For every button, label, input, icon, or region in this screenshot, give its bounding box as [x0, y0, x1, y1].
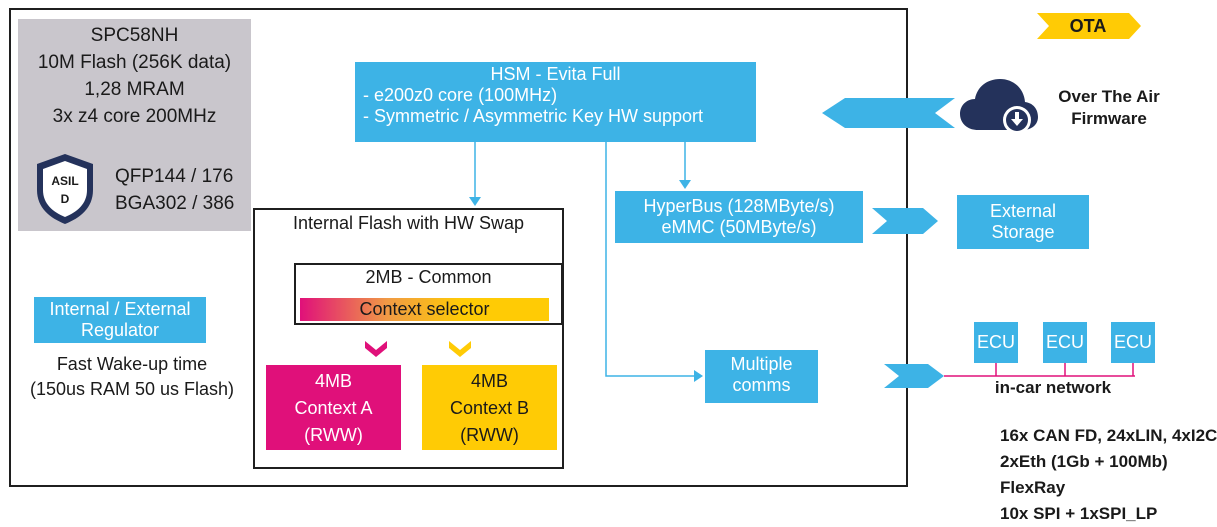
common-flash-frame: [294, 263, 563, 325]
bus-spi: 10x SPI + 1xSPI_LP: [1000, 504, 1158, 523]
ecu-box: ECU: [1111, 322, 1155, 363]
hyperbus-line: HyperBus (128MByte/s): [643, 196, 835, 216]
ota-text: Over The Air Firmware: [1048, 86, 1170, 130]
external-storage-block: External Storage: [957, 195, 1089, 249]
wake-up-text: Fast Wake-up time (150us RAM 50 us Flash…: [14, 352, 250, 402]
chevron-down-icon: [449, 341, 471, 357]
wake-up-line-2: (150us RAM 50 us Flash): [29, 379, 235, 399]
context-a-mode: (RWW): [304, 425, 363, 445]
connector-overlay: [469, 98, 1135, 388]
ecu-box: ECU: [974, 322, 1018, 363]
bus-flexray: FlexRay: [1000, 478, 1066, 497]
internal-flash-title: Internal Flash with HW Swap: [292, 213, 525, 233]
bus-ethernet: 2xEth (1Gb + 100Mb): [1000, 452, 1168, 471]
context-selector-bar: Context selector: [300, 298, 549, 321]
external-storage-line-1: External: [989, 201, 1057, 221]
mcu-cores: 3x z4 core 200MHz: [52, 106, 217, 127]
hsm-to-comms-connector: [605, 142, 697, 377]
external-storage-line-2: Storage: [991, 222, 1055, 242]
mcu-name: SPC58NH: [90, 25, 179, 46]
ota-badge: [1037, 13, 1141, 39]
common-flash-title: 2MB - Common: [365, 267, 492, 287]
package-list: QFP144 / 176 BGA302 / 386: [115, 163, 234, 217]
storage-output-chevron-icon: [872, 208, 938, 234]
context-b-name: Context B: [449, 398, 530, 418]
context-a-size: 4MB: [314, 371, 352, 391]
arrow-head-icon: [469, 197, 481, 206]
arrow-head-icon: [694, 370, 703, 382]
cloud-download-icon: [960, 79, 1038, 134]
multiple-comms-block: Multiple comms: [705, 350, 818, 403]
context-a-block: 4MB Context A (RWW): [266, 365, 401, 450]
asil-level: D: [61, 192, 70, 206]
regulator-line-1: Internal / External: [49, 299, 191, 319]
mcu-flash: 10M Flash (256K data): [37, 52, 232, 73]
ota-text-line-1: Over The Air: [1058, 87, 1160, 106]
context-b-block: 4MB Context B (RWW): [422, 365, 557, 450]
package-qfp: QFP144 / 176: [115, 166, 234, 187]
context-b-size: 4MB: [470, 371, 508, 391]
mcu-spec-lines: SPC58NH 10M Flash (256K data) 1,28 MRAM …: [18, 22, 251, 130]
in-car-network-label: in-car network: [994, 378, 1112, 397]
hsm-title: HSM - Evita Full: [490, 64, 621, 84]
multiple-comms-line-2: comms: [732, 375, 791, 395]
emmc-line: eMMC (50MByte/s): [661, 217, 817, 237]
hyperbus-block: HyperBus (128MByte/s) eMMC (50MByte/s): [615, 191, 863, 243]
hsm-block: HSM - Evita Full - e200z0 core (100MHz) …: [355, 62, 756, 142]
bus-can-lin-i2c: 16x CAN FD, 24xLIN, 4xI2C: [1000, 426, 1217, 445]
bus-list: 16x CAN FD, 24xLIN, 4xI2C 2xEth (1Gb + 1…: [1000, 423, 1217, 527]
ota-input-chevron-icon: [822, 98, 955, 128]
ota-badge-label: OTA: [1069, 16, 1107, 36]
hsm-core-line: - e200z0 core (100MHz): [363, 85, 558, 105]
package-bga: BGA302 / 386: [115, 193, 235, 214]
context-a-name: Context A: [294, 398, 373, 418]
hsm-key-line: - Symmetric / Asymmetric Key HW support: [363, 106, 704, 126]
chevron-down-icon: [365, 341, 387, 357]
ecu-box: ECU: [1043, 322, 1087, 363]
regulator-line-2: Regulator: [80, 320, 160, 340]
asil-shield-icon: ASIL D: [37, 154, 93, 224]
arrow-head-icon: [679, 180, 691, 189]
internal-flash-frame: [253, 208, 564, 469]
ota-text-line-2: Firmware: [1071, 109, 1147, 128]
mcu-mram: 1,28 MRAM: [84, 79, 185, 100]
microcontroller-frame: [9, 8, 908, 487]
asil-label: ASIL: [51, 174, 78, 188]
multiple-comms-line-1: Multiple: [730, 354, 793, 374]
network-output-chevron-icon: [884, 364, 944, 388]
context-b-mode: (RWW): [460, 425, 519, 445]
regulator-block: Internal / External Regulator: [34, 297, 206, 343]
wake-up-line-1: Fast Wake-up time: [56, 354, 208, 374]
